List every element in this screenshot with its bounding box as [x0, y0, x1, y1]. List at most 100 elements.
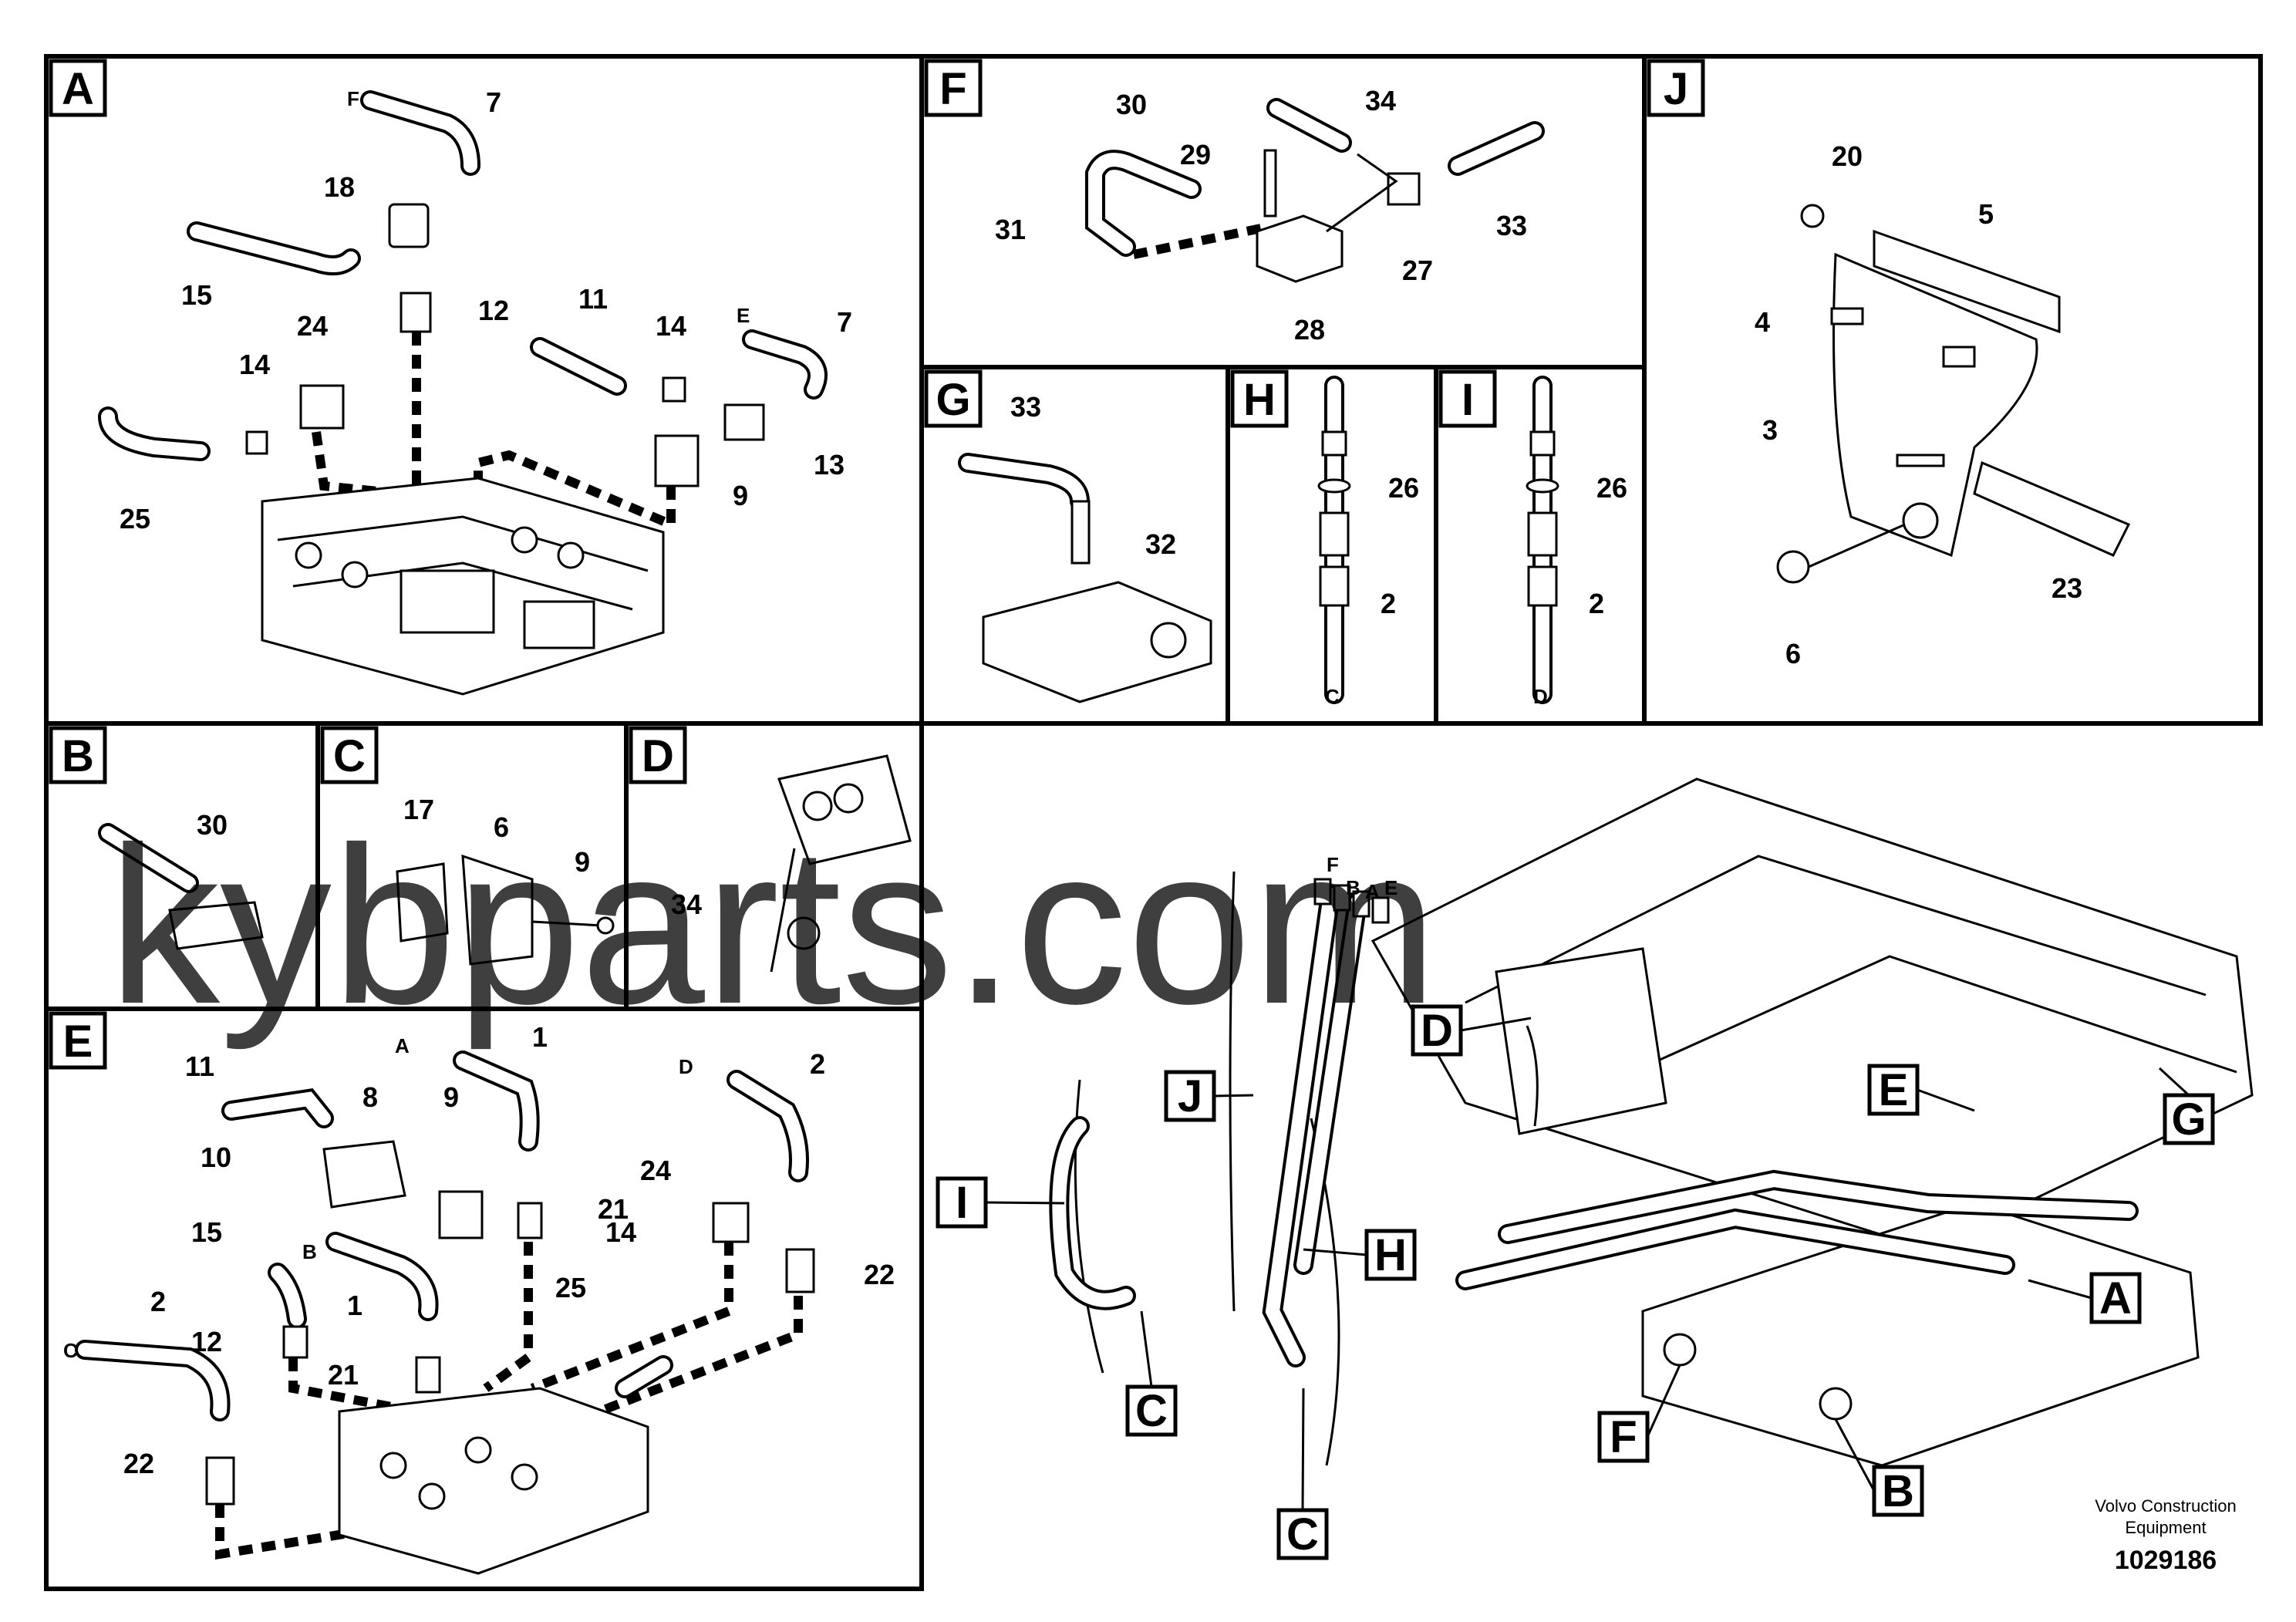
svg-text:B: B [1346, 876, 1360, 899]
svg-text:14: 14 [605, 1216, 636, 1248]
svg-text:14: 14 [239, 349, 270, 380]
panel-label-H: H [1230, 369, 1289, 428]
svg-text:28: 28 [1294, 314, 1325, 346]
footer-credit: Volvo Construction Equipment 1029186 [2095, 1496, 2236, 1575]
svg-text:9: 9 [733, 480, 748, 511]
panel-i-callouts: 26 2 D [1533, 472, 1627, 708]
svg-text:C: C [1286, 1509, 1319, 1560]
overview-drawing [1049, 777, 2254, 1467]
panel-g-callouts: 33 32 [1010, 391, 1176, 560]
panel-c-drawing [396, 854, 615, 966]
svg-text:8: 8 [362, 1081, 378, 1113]
panel-label-F: F [924, 59, 983, 117]
svg-text:33: 33 [1010, 391, 1041, 423]
svg-text:2: 2 [1381, 588, 1396, 619]
svg-text:22: 22 [123, 1448, 154, 1479]
svg-text:Equipment: Equipment [2125, 1518, 2206, 1537]
svg-text:11: 11 [578, 283, 608, 315]
panel-g-drawing [958, 453, 1212, 703]
svg-text:21: 21 [598, 1193, 629, 1225]
svg-text:23: 23 [2052, 572, 2082, 604]
svg-text:15: 15 [181, 279, 212, 311]
svg-text:12: 12 [478, 295, 509, 326]
svg-text:B: B [302, 1240, 317, 1263]
svg-text:18: 18 [324, 171, 355, 203]
svg-text:G: G [936, 375, 970, 425]
svg-text:26: 26 [1388, 472, 1419, 504]
svg-text:F: F [1327, 853, 1339, 876]
panel-i-drawing [1526, 376, 1559, 704]
svg-text:D: D [1533, 685, 1548, 708]
svg-text:13: 13 [814, 449, 845, 481]
svg-text:31: 31 [995, 214, 1026, 245]
svg-text:26: 26 [1596, 472, 1627, 504]
svg-text:25: 25 [120, 503, 150, 534]
svg-text:2: 2 [150, 1286, 166, 1317]
svg-text:F: F [939, 64, 966, 114]
panel-label-C: C [320, 726, 379, 784]
svg-text:11: 11 [185, 1050, 214, 1082]
svg-text:34: 34 [1365, 85, 1396, 116]
svg-text:C: C [333, 731, 366, 781]
svg-text:I: I [1462, 375, 1474, 425]
svg-text:E: E [1384, 876, 1397, 899]
panel-label-E: E [49, 1011, 107, 1070]
svg-text:F: F [1610, 1412, 1637, 1462]
panel-j-drawing [1776, 204, 2131, 584]
panel-e-callouts: 11 1 8 9 10 21 24 15 14 25 22 2 12 21 22… [63, 1021, 895, 1479]
svg-text:27: 27 [1402, 255, 1433, 286]
svg-text:22: 22 [864, 1259, 895, 1290]
svg-text:1029186: 1029186 [2115, 1546, 2217, 1575]
svg-text:9: 9 [443, 1081, 459, 1113]
svg-text:24: 24 [640, 1155, 671, 1186]
svg-text:6: 6 [494, 811, 509, 843]
watermark: kybparts.com [108, 801, 1438, 1051]
svg-text:34: 34 [671, 889, 702, 920]
svg-text:A: A [1365, 880, 1380, 903]
svg-text:D: D [679, 1055, 693, 1078]
panel-label-G: G [924, 369, 983, 428]
svg-text:21: 21 [328, 1359, 359, 1391]
svg-text:25: 25 [555, 1272, 586, 1303]
svg-text:Volvo Construction: Volvo Construction [2095, 1496, 2236, 1516]
svg-text:J: J [1178, 1071, 1202, 1121]
svg-text:2: 2 [1589, 588, 1604, 619]
svg-text:1: 1 [347, 1290, 362, 1321]
panel-d-callouts: 34 [671, 889, 702, 920]
svg-text:H: H [1374, 1230, 1407, 1280]
panel-b-callouts: 30 [197, 809, 228, 841]
svg-text:G: G [2171, 1094, 2206, 1145]
svg-text:C: C [1325, 685, 1340, 708]
svg-text:I: I [956, 1178, 968, 1228]
panel-h-drawing [1317, 376, 1351, 704]
svg-text:30: 30 [1116, 89, 1147, 120]
svg-text:5: 5 [1978, 198, 1994, 230]
svg-text:24: 24 [297, 310, 328, 342]
svg-text:33: 33 [1496, 210, 1527, 241]
svg-text:30: 30 [197, 809, 228, 841]
svg-text:3: 3 [1762, 414, 1778, 446]
svg-text:20: 20 [1832, 140, 1863, 172]
svg-text:F: F [347, 87, 359, 110]
svg-text:H: H [1243, 375, 1276, 425]
overview-tags: F B A E D J E G I H A C F B C [936, 853, 2215, 1560]
svg-text:4: 4 [1755, 306, 1770, 338]
panel-label-A: A [49, 59, 107, 117]
panel-b-drawing [98, 823, 264, 950]
svg-text:A: A [395, 1034, 410, 1057]
svg-text:J: J [1664, 64, 1688, 114]
svg-text:C: C [1135, 1386, 1168, 1436]
svg-text:29: 29 [1180, 139, 1211, 170]
panel-a-drawing [98, 90, 828, 696]
svg-text:D: D [642, 731, 674, 781]
svg-text:A: A [62, 64, 94, 114]
svg-text:10: 10 [201, 1141, 231, 1173]
panel-c-callouts: 17 6 9 [403, 794, 590, 878]
panel-f-callouts: 30 34 29 31 33 27 28 [995, 85, 1527, 346]
panel-e-drawing [75, 1050, 815, 1575]
panel-d-drawing [770, 754, 912, 973]
svg-text:6: 6 [1785, 638, 1801, 669]
svg-text:C: C [63, 1339, 78, 1362]
panel-f-drawing [1085, 98, 1545, 283]
